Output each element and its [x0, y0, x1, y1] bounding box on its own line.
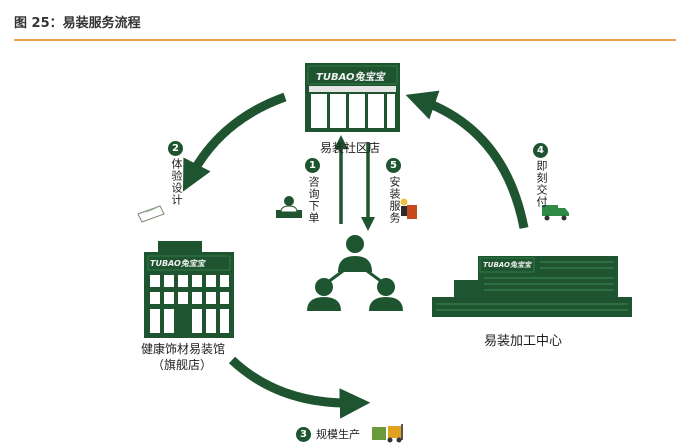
factory-brand-sign: TUBAO兔宝宝: [483, 261, 531, 269]
arc-factory-to-store: [405, 90, 529, 229]
consultant-icon: [276, 196, 302, 218]
step-4-label: 即刻交付: [535, 160, 548, 208]
flagship-brand-sign: TUBAO兔宝宝: [150, 259, 205, 268]
community-store-label: 易装社区店: [320, 141, 381, 155]
step-3-label: 规模生产: [316, 428, 360, 441]
factory-building: [432, 256, 632, 317]
step-1-badge: 1: [305, 158, 320, 173]
factory-label: 易装加工中心: [484, 334, 563, 349]
title-divider: [14, 39, 676, 41]
step-5-label: 安装服务: [388, 176, 401, 224]
step-2-badge: 2: [168, 141, 183, 156]
customer-network-icon: [307, 235, 403, 311]
step-4-badge: 4: [533, 143, 548, 158]
arc-flagship-to-factory: [228, 356, 371, 419]
figure-title: 图 25：易装服务流程: [14, 16, 141, 31]
installer-icon: [400, 198, 417, 219]
flagship-label: 健康饰材易装馆: [141, 342, 226, 356]
step-5-badge: 5: [386, 158, 401, 173]
arc-store-to-flagship: [182, 92, 287, 192]
step-1-label: 咨询下单: [307, 176, 320, 224]
flagship-store-building: [144, 241, 234, 338]
delivery-truck-icon: [542, 205, 569, 221]
community-store-building: [305, 63, 400, 132]
step-3-badge: 3: [296, 427, 311, 442]
flagship-sublabel: （旗舰店）: [152, 358, 213, 372]
step-2-label: 体验设计: [170, 158, 183, 206]
forklift-icon: [372, 424, 403, 443]
store-brand-sign: TUBAO兔宝宝: [316, 72, 385, 83]
design-drawing-icon: [137, 205, 165, 223]
